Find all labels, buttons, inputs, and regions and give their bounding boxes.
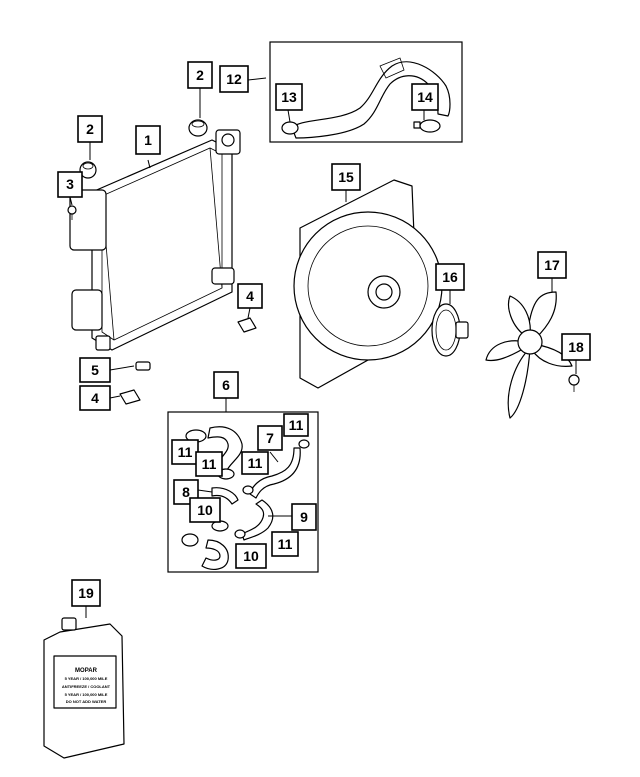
callout-10a-text: 10 bbox=[197, 502, 213, 518]
callout-3-text: 3 bbox=[66, 176, 74, 192]
callout-4b bbox=[237, 283, 263, 309]
insulator-upper bbox=[188, 119, 208, 137]
callout-7-text: 7 bbox=[266, 430, 274, 446]
callout-13 bbox=[275, 83, 303, 111]
callout-5 bbox=[79, 357, 111, 383]
callout-11b-text: 11 bbox=[178, 444, 193, 460]
hose-9 bbox=[211, 487, 239, 505]
insulator-left bbox=[79, 161, 97, 179]
callout-1-text: 1 bbox=[144, 132, 152, 148]
callout-11c-text: 11 bbox=[202, 456, 217, 472]
callout-6 bbox=[213, 371, 239, 399]
jug-label-line1: 5 YEAR / 100,000 MILE bbox=[65, 676, 108, 681]
callout-2b-text: 2 bbox=[86, 121, 94, 137]
callout-7 bbox=[257, 425, 283, 451]
callout-5-text: 5 bbox=[91, 362, 99, 378]
callout-18-text: 18 bbox=[568, 339, 584, 355]
callout-11e bbox=[271, 531, 299, 557]
fan-blade bbox=[485, 291, 573, 419]
callout-13-text: 13 bbox=[281, 89, 297, 105]
upper-hose-group-frame bbox=[269, 41, 463, 143]
callout-4b-text: 4 bbox=[246, 288, 254, 304]
bracket-lower bbox=[119, 389, 141, 405]
jug-brand: MOPAR bbox=[75, 668, 98, 674]
bracket-right bbox=[237, 317, 257, 333]
callout-11b bbox=[171, 439, 199, 465]
callout-6-text: 6 bbox=[222, 377, 230, 393]
fan-clutch bbox=[431, 303, 469, 357]
callout-8-text: 9 bbox=[300, 509, 308, 525]
callout-19-text: 19 bbox=[78, 585, 94, 601]
jug-label-line2: ANTIFREEZE / COOLANT bbox=[62, 684, 111, 689]
callout-18 bbox=[561, 333, 591, 361]
hose-clamp-14 bbox=[413, 119, 441, 133]
callout-1 bbox=[135, 125, 161, 155]
drain-cock bbox=[135, 361, 151, 371]
callout-11c bbox=[195, 451, 223, 477]
hose-10 bbox=[181, 533, 229, 570]
callout-15 bbox=[331, 163, 361, 191]
callout-11e-text: 11 bbox=[278, 536, 293, 552]
upper-radiator-hose bbox=[291, 57, 451, 139]
callout-8 bbox=[291, 503, 317, 531]
lower-hose-group-frame bbox=[167, 411, 319, 573]
callout-12 bbox=[219, 65, 249, 93]
callout-11a-text: 11 bbox=[289, 417, 304, 433]
jug-label-line4: DO NOT ADD WATER bbox=[66, 699, 107, 704]
callout-16-text: 16 bbox=[442, 269, 458, 285]
heater-hose-8 bbox=[241, 499, 274, 541]
callout-15-text: 15 bbox=[338, 169, 354, 185]
callout-4a bbox=[79, 385, 111, 411]
hose-clamp-13 bbox=[281, 121, 299, 135]
callout-4a-text: 4 bbox=[91, 390, 99, 406]
fan-shroud bbox=[293, 179, 443, 389]
callout-14-text: 14 bbox=[417, 89, 433, 105]
callout-17 bbox=[537, 251, 567, 279]
coolant-jug bbox=[43, 617, 125, 759]
fan-bolt bbox=[568, 374, 580, 392]
callout-14 bbox=[411, 83, 439, 111]
callout-10b bbox=[235, 543, 267, 569]
leader-lines bbox=[69, 77, 577, 618]
jug-label-line3: 5 YEAR / 100,000 MILE bbox=[65, 692, 108, 697]
callout-19 bbox=[71, 579, 101, 607]
callout-10a bbox=[189, 497, 221, 523]
callout-17-text: 17 bbox=[544, 257, 560, 273]
bolt bbox=[67, 205, 77, 220]
callout-11d bbox=[241, 451, 269, 475]
callout-2a-text: 2 bbox=[196, 67, 204, 83]
clamps-11 bbox=[211, 439, 310, 539]
callout-10b-text: 10 bbox=[243, 548, 259, 564]
radiator bbox=[69, 129, 241, 351]
callout-11d-text: 11 bbox=[248, 455, 263, 471]
callout-9-text: 8 bbox=[182, 484, 190, 500]
callout-2a bbox=[187, 61, 213, 89]
callout-11a bbox=[283, 413, 309, 437]
callout-2b bbox=[77, 115, 103, 143]
callout-16 bbox=[435, 263, 465, 291]
callout-3 bbox=[57, 171, 83, 198]
callout-12-text: 12 bbox=[226, 71, 242, 87]
